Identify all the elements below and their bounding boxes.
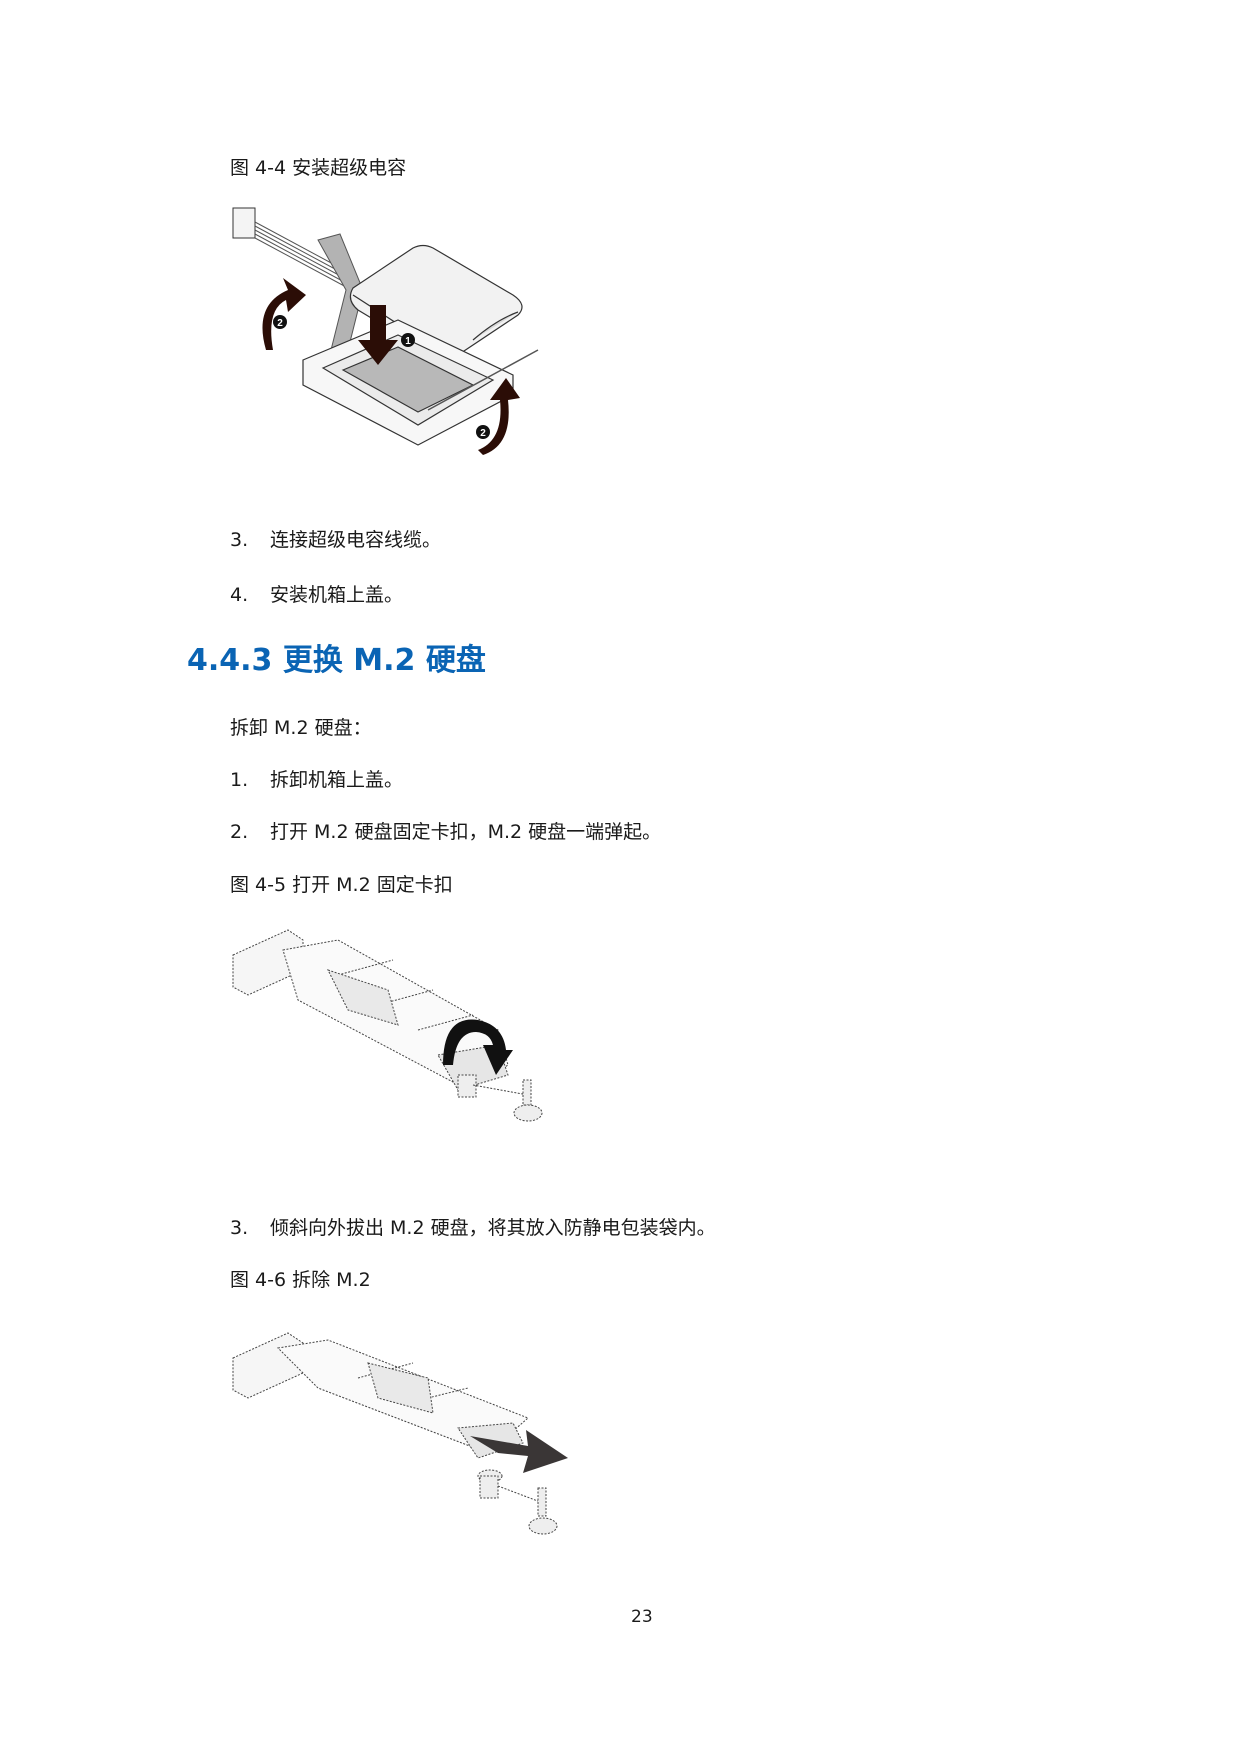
- svg-text:2: 2: [480, 428, 486, 439]
- step-number: 3.: [230, 529, 249, 551]
- m2-slot-icon: [232, 929, 509, 1091]
- rotate-arrow-left-icon: [262, 278, 306, 350]
- section-intro: 拆卸 M.2 硬盘：: [230, 717, 372, 739]
- figure-4-5-caption: 图 4-5 打开 M.2 固定卡扣: [230, 874, 453, 896]
- figure-4-4-caption: 图 4-4 安装超级电容: [230, 157, 407, 179]
- cable-connector-icon: [232, 207, 256, 239]
- step-number: 3.: [230, 1217, 249, 1239]
- remove-step-1: 1. 拆卸机箱上盖。: [230, 768, 403, 792]
- step-number: 2.: [230, 821, 249, 843]
- step-text: 安装机箱上盖。: [270, 584, 404, 606]
- svg-text:1: 1: [405, 336, 411, 347]
- step-number: 1.: [230, 769, 249, 791]
- rotate-arrow-icon: [443, 1019, 513, 1075]
- install-step-4: 4. 安装机箱上盖。: [230, 583, 403, 607]
- step-text: 拆卸机箱上盖。: [270, 769, 404, 791]
- page-number: 23: [631, 1607, 653, 1627]
- figure-4-6-caption: 图 4-6 拆除 M.2: [230, 1269, 371, 1291]
- m2-latch-open-illustration: [232, 929, 543, 1122]
- step-number: 4.: [230, 584, 249, 606]
- callout-2b-icon: [476, 425, 490, 439]
- svg-text:2: 2: [277, 318, 283, 329]
- install-step-3: 3. 连接超级电容线缆。: [230, 528, 441, 552]
- step-text: 倾斜向外拔出 M.2 硬盘，将其放入防静电包装袋内。: [270, 1217, 716, 1239]
- supercapacitor-install-illustration: 1 2 2: [232, 207, 539, 455]
- callout-2-icon: [273, 315, 287, 329]
- remove-step-2: 2. 打开 M.2 硬盘固定卡扣，M.2 硬盘一端弹起。: [230, 820, 661, 844]
- section-heading: 4.4.3 更换 M.2 硬盘: [187, 643, 486, 678]
- m2-latch-icon: [477, 1469, 558, 1535]
- callout-1-icon: [401, 333, 415, 347]
- remove-step-3: 3. 倾斜向外拔出 M.2 硬盘，将其放入防静电包装袋内。: [230, 1216, 716, 1240]
- m2-latch-icon: [457, 1074, 543, 1122]
- m2-removal-illustration: [232, 1332, 568, 1535]
- pull-out-arrow-icon: [470, 1430, 568, 1473]
- rotate-arrow-right-icon: [478, 378, 520, 455]
- down-arrow-icon: [358, 305, 398, 365]
- step-text: 连接超级电容线缆。: [270, 529, 442, 551]
- step-text: 打开 M.2 硬盘固定卡扣，M.2 硬盘一端弹起。: [270, 821, 662, 843]
